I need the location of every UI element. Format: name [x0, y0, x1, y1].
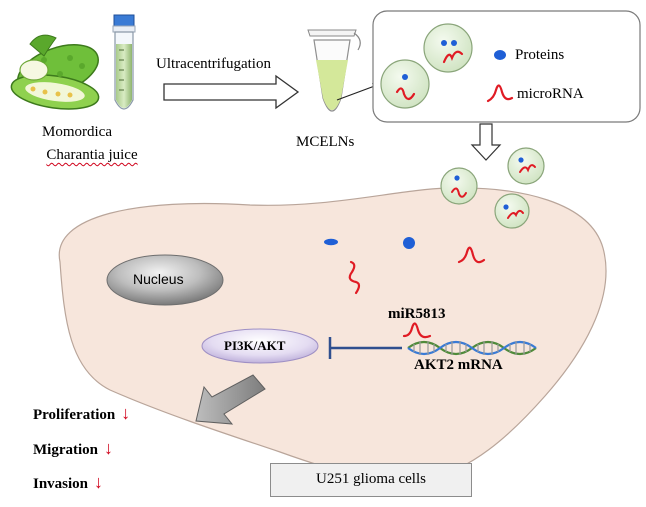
- nucleus: [106, 254, 224, 306]
- down-arrow-icon: ↓: [121, 403, 131, 423]
- effect-invasion: Invasion ↓: [33, 472, 103, 493]
- pathway-label: PI3K/AKT: [224, 338, 286, 353]
- effect-migration: Migration ↓: [33, 438, 113, 459]
- mrna-label: AKT2 mRNA: [414, 357, 503, 373]
- vesicle-group-entering: [440, 147, 545, 229]
- source-label-line2: Charantia juice: [46, 147, 138, 163]
- effect-label: Invasion: [33, 476, 89, 492]
- down-arrow-icon: ↓: [94, 472, 104, 492]
- effect-proliferation: Proliferation ↓: [33, 403, 130, 424]
- inhibition-icon: [328, 337, 402, 359]
- pi3k-akt-node: [201, 328, 319, 364]
- mir5813-icon: [402, 322, 432, 339]
- bitter-gourd-icon: [10, 34, 100, 110]
- legend-microrna-label: microRNA: [517, 86, 584, 102]
- protein-icon: [403, 237, 415, 249]
- effect-label: Proliferation: [33, 407, 116, 423]
- process-arrow: [163, 74, 300, 110]
- process-label: Ultracentrifugation: [156, 56, 271, 72]
- nucleus-label: Nucleus: [133, 271, 184, 287]
- juice-tube-icon: [112, 14, 136, 110]
- down-arrow: [470, 123, 502, 161]
- cell-label-box: U251 glioma cells: [270, 463, 472, 497]
- source-label-line1: Momordica: [42, 124, 112, 140]
- microtube-icon: [307, 29, 381, 112]
- product-label: MCELNs: [296, 134, 355, 150]
- mirna-label: miR5813: [388, 306, 446, 322]
- microrna-legend-icon: [486, 84, 514, 103]
- down-arrow-icon: ↓: [104, 438, 113, 458]
- effect-arrow: [195, 374, 266, 425]
- microrna-icon: [457, 246, 486, 264]
- vesicle-group-panel: [380, 23, 473, 109]
- akt2-mrna-helix-icon: [407, 340, 537, 356]
- protein-icon: [324, 238, 338, 246]
- microrna-icon: [348, 260, 361, 295]
- protein-legend-icon: [494, 50, 506, 60]
- cell-label: U251 glioma cells: [316, 471, 426, 487]
- legend-proteins-label: Proteins: [515, 47, 565, 63]
- glioma-cell: [58, 187, 607, 481]
- effect-label: Migration: [33, 442, 98, 458]
